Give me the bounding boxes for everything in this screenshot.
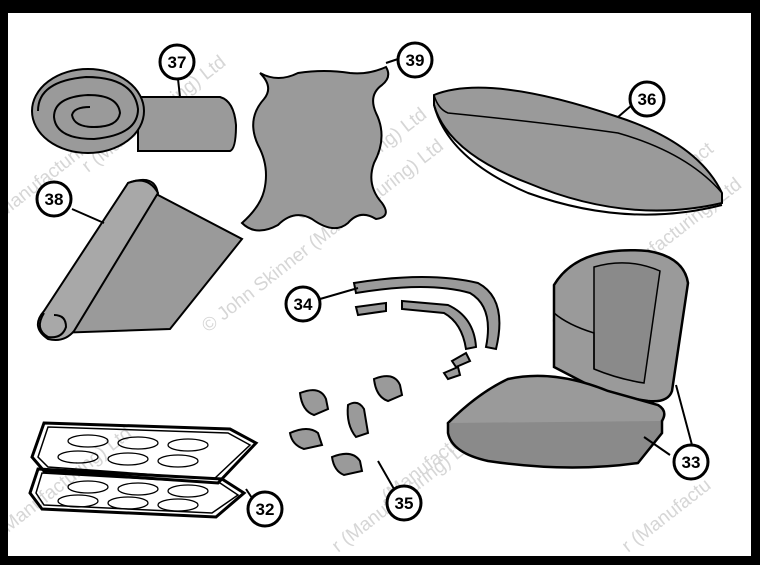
callout-34: 34 <box>286 287 320 321</box>
parts-diagram: © John Skinner (Manufacturing) Ltd Skinn… <box>8 13 751 556</box>
callout-34-label: 34 <box>294 295 313 314</box>
callout-38: 38 <box>37 182 71 216</box>
part-33-seat <box>448 250 688 467</box>
part-32-spring-units <box>30 423 256 517</box>
diagram-panel: © John Skinner (Manufacturing) Ltd Skinn… <box>8 13 751 556</box>
callout-37-label: 37 <box>168 53 187 72</box>
callout-36-label: 36 <box>638 90 657 109</box>
callout-38-label: 38 <box>45 190 64 209</box>
callout-39: 39 <box>398 43 432 77</box>
callout-33: 33 <box>674 445 708 479</box>
watermark-text-g: r (Manufactu <box>618 475 715 556</box>
callout-36: 36 <box>630 82 664 116</box>
callout-35: 35 <box>387 486 421 520</box>
watermark-text-h: Manufacturing) Ltd <box>8 423 136 537</box>
callout-32-label: 32 <box>256 500 275 519</box>
callout-37: 37 <box>160 45 194 79</box>
part-35-clips <box>290 376 402 475</box>
callout-32: 32 <box>248 492 282 526</box>
callout-35-label: 35 <box>395 494 414 513</box>
callout-39-label: 39 <box>406 51 425 70</box>
callout-33-label: 33 <box>682 453 701 472</box>
part-34-trim-strips <box>354 277 499 379</box>
part-36-cushion <box>434 88 722 215</box>
part-39-hide <box>242 67 388 231</box>
